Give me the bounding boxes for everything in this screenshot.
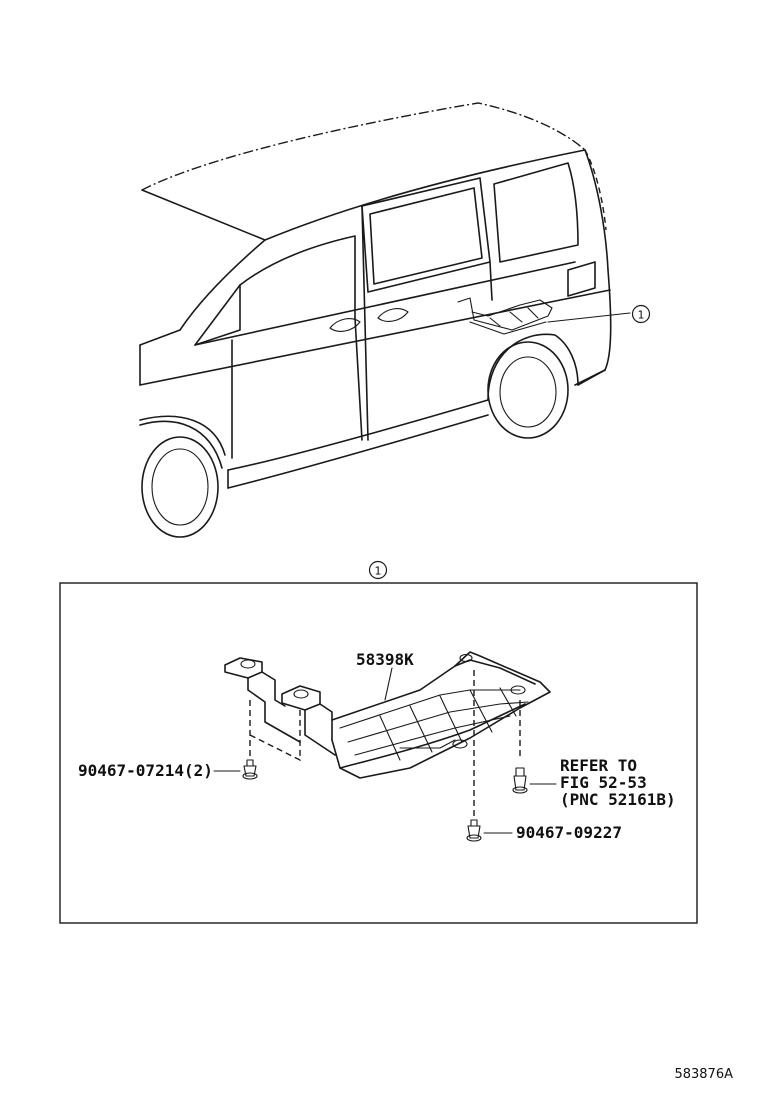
clip-icon-right[interactable] xyxy=(512,767,528,794)
vehicle-illustration xyxy=(139,102,631,538)
label-90467-07214[interactable]: 90467-07214(2) xyxy=(78,761,213,780)
detail-frame xyxy=(59,582,698,924)
detail-callout-number: 1 xyxy=(375,565,382,578)
refer-line-1[interactable]: REFER TO xyxy=(560,756,637,775)
figure-code: 583876A xyxy=(674,1067,733,1082)
leader-58398k xyxy=(384,667,393,701)
clip-icon-left[interactable] xyxy=(242,759,258,780)
under-cover-part[interactable] xyxy=(224,651,551,779)
refer-line-3[interactable]: (PNC 52161B) xyxy=(560,790,676,809)
callout-marker[interactable]: 1 xyxy=(631,304,651,324)
clip-icon-bottom[interactable] xyxy=(466,819,482,842)
label-90467-09227[interactable]: 90467-09227 xyxy=(516,823,622,842)
mount-line-left-box xyxy=(249,710,301,762)
label-58398k[interactable]: 58398K xyxy=(356,650,414,669)
callout-number: 1 xyxy=(638,309,645,322)
detail-callout-marker: 1 xyxy=(368,560,388,580)
refer-line-2[interactable]: FIG 52-53 xyxy=(560,773,647,792)
